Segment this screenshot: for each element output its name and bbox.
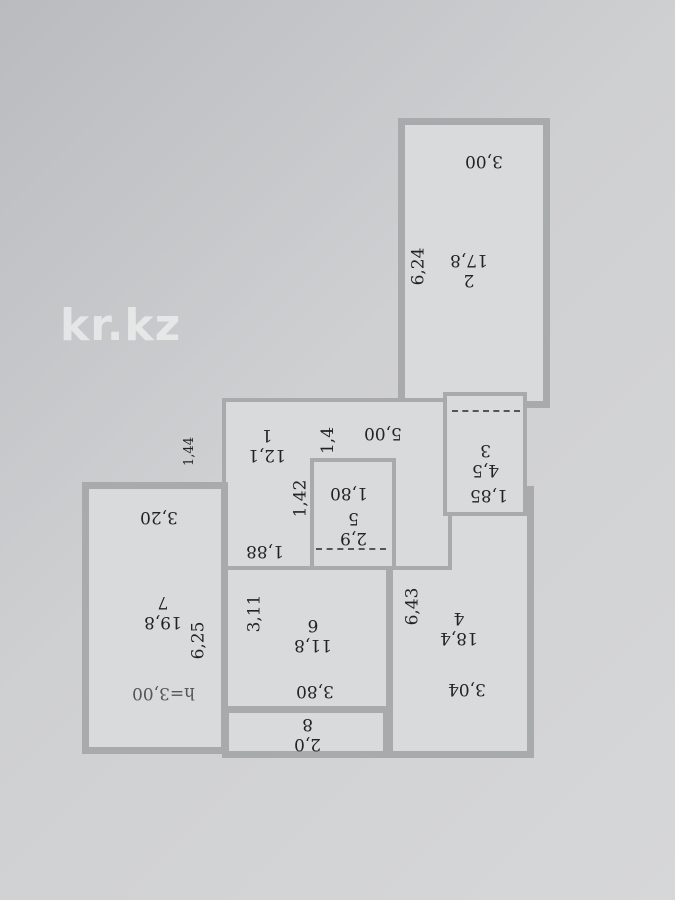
room-2-label: 2 17,8 (450, 250, 488, 291)
room-7-label: 19,8 7 (144, 592, 182, 633)
room-number: 4 (453, 608, 465, 629)
room-area: 2,9 (340, 528, 368, 549)
room-area: 19,8 (144, 612, 182, 633)
room-area: 17,8 (450, 250, 488, 271)
dimension: 5,00 (364, 423, 402, 443)
room-number: 2 (463, 270, 475, 291)
dimension: 1,44 (181, 437, 197, 466)
dimension: 1,80 (330, 483, 368, 503)
room-1-label: 12,1 1 (248, 425, 286, 466)
room-8 (222, 706, 390, 758)
room-6-label: 11,8 6 (294, 615, 332, 656)
room-3-label: 4,5 3 (472, 440, 500, 481)
dimension: 3,80 (296, 681, 334, 701)
room-2 (398, 118, 550, 408)
room-area: 2,0 (294, 734, 322, 755)
room-number: 6 (307, 615, 319, 636)
room-5-label: 2,9 5 (340, 508, 368, 549)
watermark-logo: kr.kz (60, 300, 182, 351)
dimension: 3,04 (448, 679, 486, 699)
dimension: 3,20 (140, 507, 178, 527)
dimension: 3,00 (465, 151, 503, 171)
room-number: 5 (348, 508, 359, 529)
dimension: 6,43 (402, 587, 423, 626)
dimension: 6,24 (408, 247, 429, 286)
dimension: 1,42 (290, 479, 311, 518)
room-3 (443, 392, 527, 516)
ceiling-height: h=3,00 (132, 683, 196, 703)
room-area: 12,1 (248, 445, 286, 466)
dimension: 1,85 (470, 485, 508, 505)
room-8-label: 2,0 8 (294, 714, 322, 755)
dimension: 1,4 (318, 426, 339, 455)
dimension: 3,11 (244, 594, 265, 633)
door-line (452, 410, 520, 412)
room-number: 8 (302, 714, 313, 735)
room-number: 7 (157, 592, 169, 613)
room-area: 18,4 (440, 628, 478, 649)
room-6 (224, 566, 390, 712)
dimension: 1,88 (246, 541, 284, 561)
room-number: 1 (261, 425, 273, 446)
room-area: 11,8 (294, 635, 332, 656)
room-number: 3 (480, 440, 491, 461)
room-4-label: 18,4 4 (440, 608, 478, 649)
door-line (316, 548, 386, 550)
dimension: 6,25 (188, 621, 209, 660)
room-area: 4,5 (472, 460, 500, 481)
